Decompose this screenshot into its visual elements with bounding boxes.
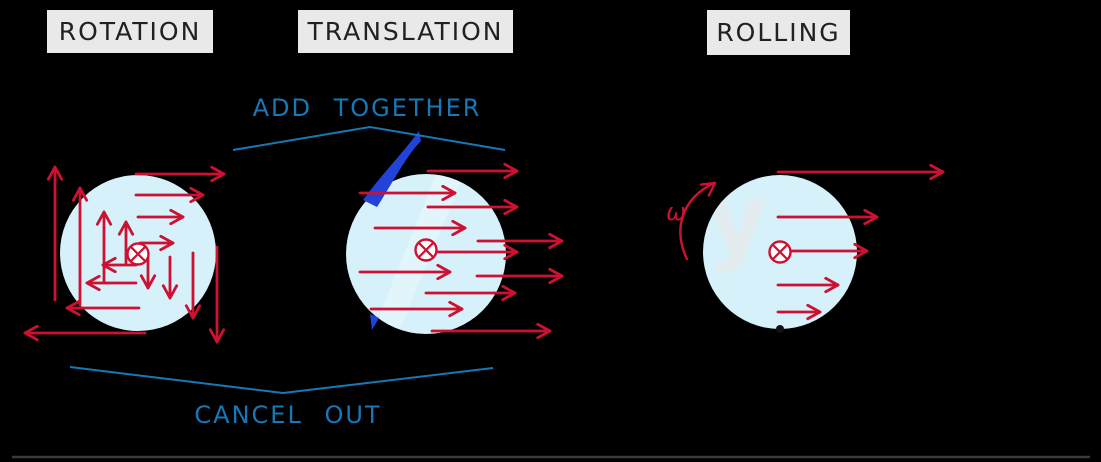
velocity-arrowhead <box>117 220 135 236</box>
velocity-arrowhead <box>139 274 157 290</box>
rolling-label: ROLLING <box>707 10 850 55</box>
velocity-arrowhead <box>863 208 879 226</box>
velocity-arrowhead <box>46 165 64 181</box>
into-page-icon <box>772 244 788 260</box>
velocity-arrowhead <box>503 198 519 216</box>
velocity-arrowhead <box>503 243 519 261</box>
velocity-arrowhead <box>501 284 517 302</box>
cancel-out-pointer <box>69 366 494 395</box>
velocity-arrowhead <box>101 256 117 274</box>
velocity-arrowhead <box>71 186 89 202</box>
velocity-arrowhead <box>451 219 467 237</box>
velocity-arrowhead <box>448 300 464 318</box>
velocity-arrowhead <box>503 162 519 180</box>
velocity-arrowhead <box>184 304 202 320</box>
velocity-arrowhead <box>441 184 457 202</box>
swoosh-shape <box>363 131 421 207</box>
velocity-arrowhead <box>806 303 822 321</box>
into-page-icon <box>130 246 146 262</box>
add-together-pointer <box>232 125 506 151</box>
watermark-letter: y <box>706 165 768 275</box>
velocity-arrowhead <box>208 328 226 344</box>
add-together-label: ADD TOGETHER <box>252 94 482 122</box>
velocity-arrowhead <box>853 242 869 260</box>
contact-point-dot <box>776 325 784 333</box>
cancel-out-label: CANCEL OUT <box>194 401 382 429</box>
velocity-arrowhead <box>548 232 564 250</box>
velocity-arrowhead <box>159 234 175 252</box>
velocity-arrowhead <box>189 186 205 204</box>
into-page-icon <box>418 242 434 258</box>
omega-arrow <box>679 181 716 261</box>
velocity-arrowhead <box>169 208 185 226</box>
velocity-arrowhead <box>65 299 81 317</box>
velocity-arrowhead <box>436 263 452 281</box>
velocity-arrowhead <box>929 163 945 181</box>
translation-label: TRANSLATION <box>298 10 513 53</box>
omega-arrowhead <box>699 181 717 197</box>
omega-symbol: ω <box>666 198 687 226</box>
velocity-arrowhead <box>536 322 552 340</box>
swoosh-tip <box>370 314 379 330</box>
velocity-arrowhead <box>95 210 113 226</box>
velocity-arrowhead <box>548 267 564 285</box>
rotation-label: ROTATION <box>47 10 213 53</box>
velocity-arrowhead <box>210 165 226 183</box>
velocity-arrowhead <box>824 276 840 294</box>
velocity-arrowhead <box>161 284 179 300</box>
velocity-arrowhead <box>85 274 101 292</box>
velocity-arrowhead <box>23 324 39 342</box>
